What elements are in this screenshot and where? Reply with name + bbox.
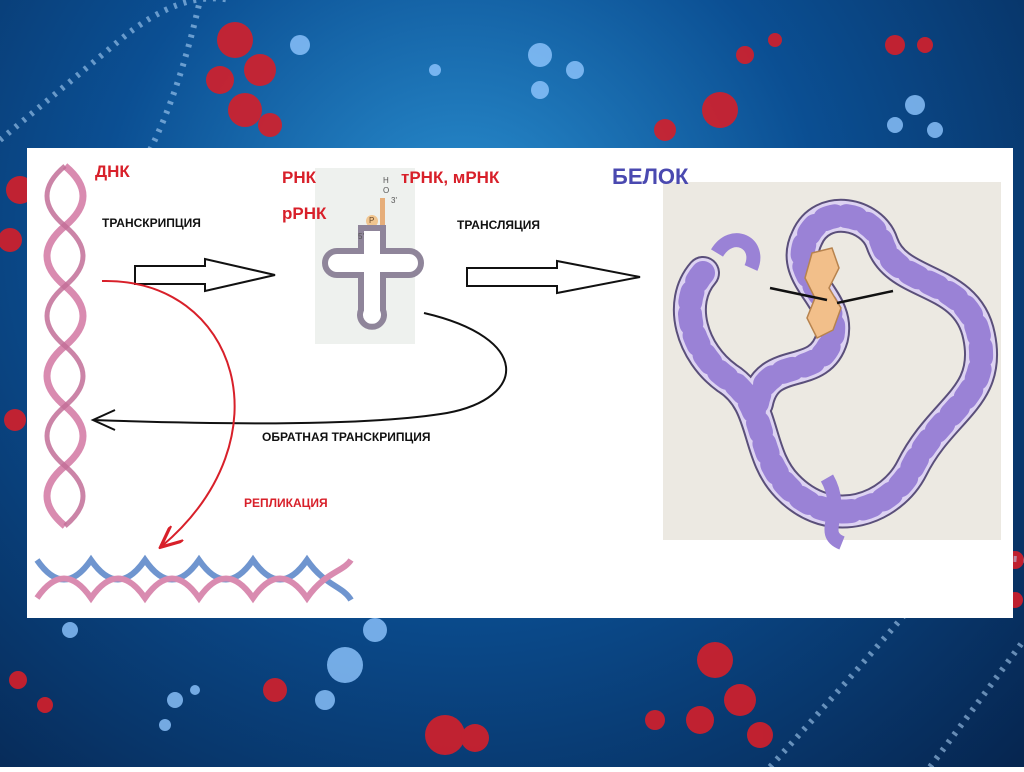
central-dogma-diagram-card: ДНК ТРАНСКРИПЦИЯ РНК рРНК тРНК, мРНК ТРА… xyxy=(27,148,1013,618)
replication-arrow xyxy=(101,279,236,546)
dna-double-helix xyxy=(43,163,87,529)
rna-label: РНК xyxy=(282,168,316,187)
trna-three-prime-mark: 3' xyxy=(391,196,397,205)
trna-mrna-label: тРНК, мРНК xyxy=(401,168,500,187)
dna-label: ДНК xyxy=(95,162,130,181)
replicated-dna-helix xyxy=(34,554,354,604)
trna-o-mark: O xyxy=(383,186,390,195)
transcription-label: ТРАНСКРИПЦИЯ xyxy=(102,216,201,230)
translation-label: ТРАНСЛЯЦИЯ xyxy=(457,218,541,232)
trna-cloverleaf-image xyxy=(315,168,424,344)
protein-label: БЕЛОК xyxy=(612,164,689,189)
reverse-transcription-arrow xyxy=(90,312,507,431)
transcription-arrow xyxy=(134,257,276,293)
translation-arrow xyxy=(466,259,641,295)
reverse-transcription-label: ОБРАТНАЯ ТРАНСКРИПЦИЯ xyxy=(262,430,431,444)
trna-five-prime-mark: 5' xyxy=(358,232,364,241)
trna-p-mark: P xyxy=(369,216,375,225)
replication-label: РЕПЛИКАЦИЯ xyxy=(244,496,328,510)
trna-h-mark: H xyxy=(383,176,389,185)
rrna-label: рРНК xyxy=(282,204,327,223)
protein-structure-image xyxy=(663,182,1001,550)
central-dogma-diagram xyxy=(34,163,1001,604)
